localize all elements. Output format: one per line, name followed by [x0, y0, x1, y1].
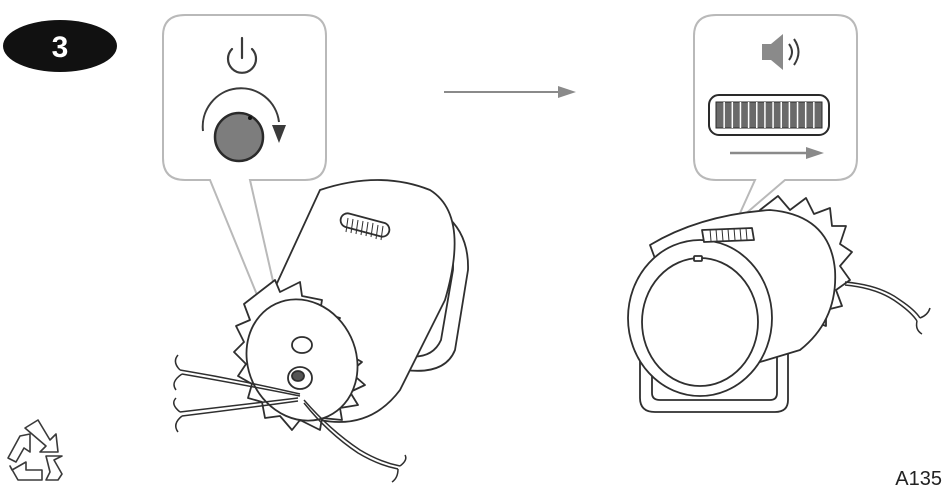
recycle-icon [7, 419, 63, 481]
device-front-view [627, 195, 853, 413]
front-led [693, 255, 703, 262]
front-lens [641, 257, 759, 387]
volume-increase-arrow [730, 147, 824, 159]
cables-left [173, 354, 407, 483]
knob-indicator-dot [248, 116, 252, 120]
device-back-view [233, 179, 469, 431]
step-badge: 3 [3, 20, 117, 72]
speaker-volume-icon [762, 34, 800, 70]
step-number: 3 [52, 31, 69, 64]
knob [213, 111, 265, 163]
volume-gauge [708, 94, 830, 136]
power-icon [226, 36, 258, 74]
volume-roller-right [701, 227, 755, 243]
volume-roller-left [339, 212, 391, 241]
transition-arrow [444, 86, 576, 98]
rotate-clockwise-icon [201, 87, 286, 143]
cable-right [844, 281, 931, 335]
knob-dial [213, 111, 265, 163]
cable-port [291, 336, 313, 354]
stand-right [639, 345, 789, 413]
figure-code: A135 [895, 468, 942, 490]
step-badge-shape [3, 20, 117, 72]
